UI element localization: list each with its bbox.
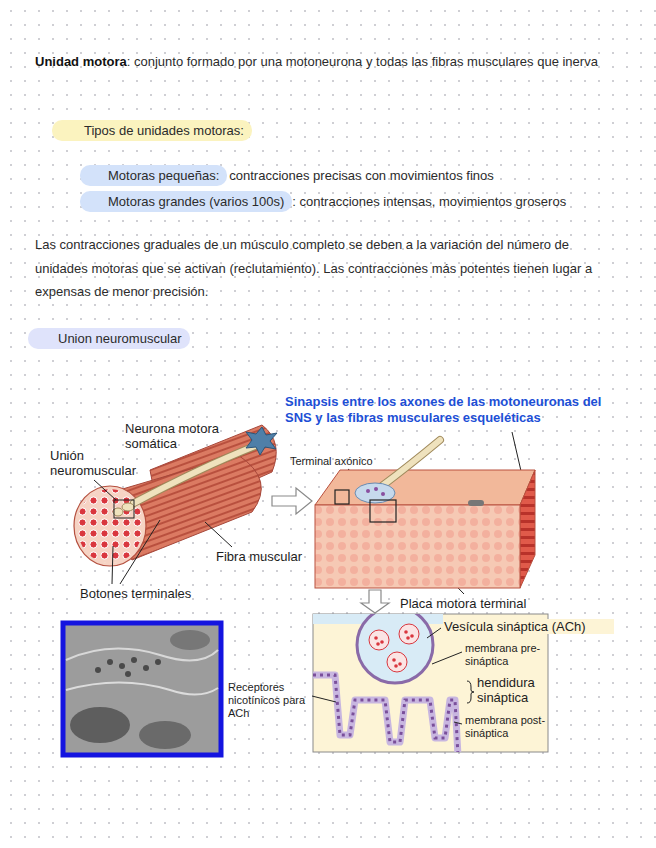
part-label: Unión neuromuscular [50,448,142,478]
leader-lines [312,628,474,724]
highlight-band: Motoras grandes (varios 100s) [80,191,292,212]
part-label: Placa motora terminal [400,596,570,611]
highlight-text: Union neuromuscular [58,331,182,346]
part-label: membrana pre-sináptica [465,642,553,668]
zoom-arrow [361,590,389,613]
part-label: Vesícula sináptica (ACh) [444,619,614,634]
highlight-text: Motoras pequeñas: [108,168,219,183]
bullet-text: : contracciones intensas, movimientos gr… [292,194,566,209]
highlight-text: Motoras grandes (varios 100s) [108,194,284,209]
part-label: Botones terminales [80,586,230,601]
electron-micrograph [63,623,221,755]
part-label: membrana post-sináptica [465,714,555,740]
bullet-text: contracciones precisas con movimientos f… [229,168,493,183]
figure-heading: Sinapsis entre los axones de las motoneu… [285,394,615,426]
highlight-text: Tipos de unidades motoras: [84,123,244,138]
bullet-line: Motoras grandes (varios 100s) : contracci… [80,191,566,212]
body-text: Las contracciones graduales de un múscul… [35,237,592,299]
definition-paragraph: Unidad motora: conjunto formado por una … [35,50,617,74]
highlight-band: Union neuromuscular [28,328,190,349]
body-paragraph: Las contracciones graduales de un múscul… [35,233,625,304]
part-label: Fibra muscular [216,549,326,564]
bullet-line: Motoras pequeñas: contracciones precisas … [80,165,494,186]
bullet-line: Tipos de unidades motoras: [52,120,252,141]
part-label: hendidura sináptica [477,675,557,705]
highlight-band: Tipos de unidades motoras: [52,120,252,141]
term-bold: Unidad motora [35,54,127,69]
part-label: Neurona motora somática [125,421,230,451]
zoom-arrow [272,488,312,514]
part-label: Receptores nicotínicos para ACh [228,681,310,720]
synapse-detail [313,614,458,752]
definition-text: : conjunto formado por una motoneurona y… [127,54,598,69]
leader-lines [94,432,527,594]
highlight-band: Motoras pequeñas: [80,165,227,186]
part-label: Terminal axónico [290,455,385,468]
bullet-line: Union neuromuscular [28,328,190,349]
